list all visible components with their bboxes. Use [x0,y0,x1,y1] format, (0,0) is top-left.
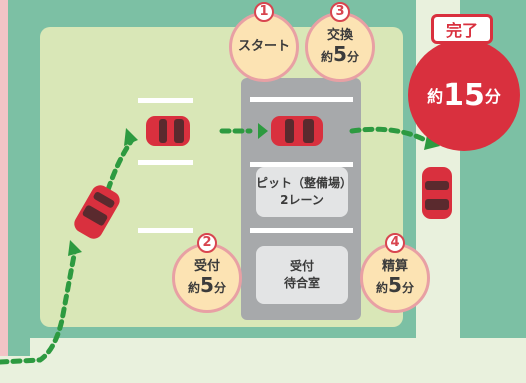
route-arrowhead [124,128,138,146]
car-in-pit [271,116,323,146]
lane-line [250,228,353,233]
route-arrowhead [258,123,268,139]
waiting-room-label: 待合室 [283,276,320,290]
step-number: 3 [330,2,350,22]
step-payment-bubble: 4 精算 約5分 [360,233,430,313]
car-exiting [422,167,452,219]
step-prefix: 約 [188,280,201,295]
lane-line [250,97,353,102]
entry-road-edge [0,356,526,383]
step-label: 受付 [193,259,220,275]
step-label: スタート [237,38,290,54]
completion-minutes: 15 [443,77,485,113]
step-exchange-bubble: 3 交換 約5分 [305,2,375,82]
step-unit: 分 [401,280,414,295]
waiting-room: 受付 待合室 [256,246,348,304]
car-entering [74,185,120,239]
step-number: 4 [385,233,405,253]
route-to-exit-path [349,126,428,143]
step-label: 交換 [326,28,353,44]
route-to-parking-path [105,137,135,193]
step-number: 1 [254,2,274,22]
step-unit: 分 [213,280,226,295]
parking-line [138,160,193,165]
route-entry-path [0,247,78,365]
completion-label: 完了 [431,14,493,44]
step-start-bubble: 1 スタート [229,2,299,82]
step-reception-bubble: 2 受付 約5分 [172,233,242,313]
left-edge-strip [0,0,8,356]
step-label: 精算 [381,259,408,275]
step-minutes: 5 [333,41,347,66]
step-minutes: 5 [388,272,402,297]
car-parked [146,116,190,146]
waiting-label: 受付 [289,258,314,273]
completion-unit: 分 [484,87,501,106]
lane-line [250,162,353,167]
route-arrowhead [68,240,82,256]
pit-lanes: 2レーン [280,193,324,207]
step-prefix: 約 [321,49,334,64]
parking-line [138,228,193,233]
pit-room: ピット（整備場） 2レーン [256,167,353,217]
pit-label: ピット（整備場） [256,175,353,190]
step-number: 2 [197,233,217,253]
parking-line [138,98,193,103]
step-unit: 分 [346,49,359,64]
completion-prefix: 約 [427,87,444,106]
step-prefix: 約 [376,280,389,295]
step-minutes: 5 [200,272,214,297]
